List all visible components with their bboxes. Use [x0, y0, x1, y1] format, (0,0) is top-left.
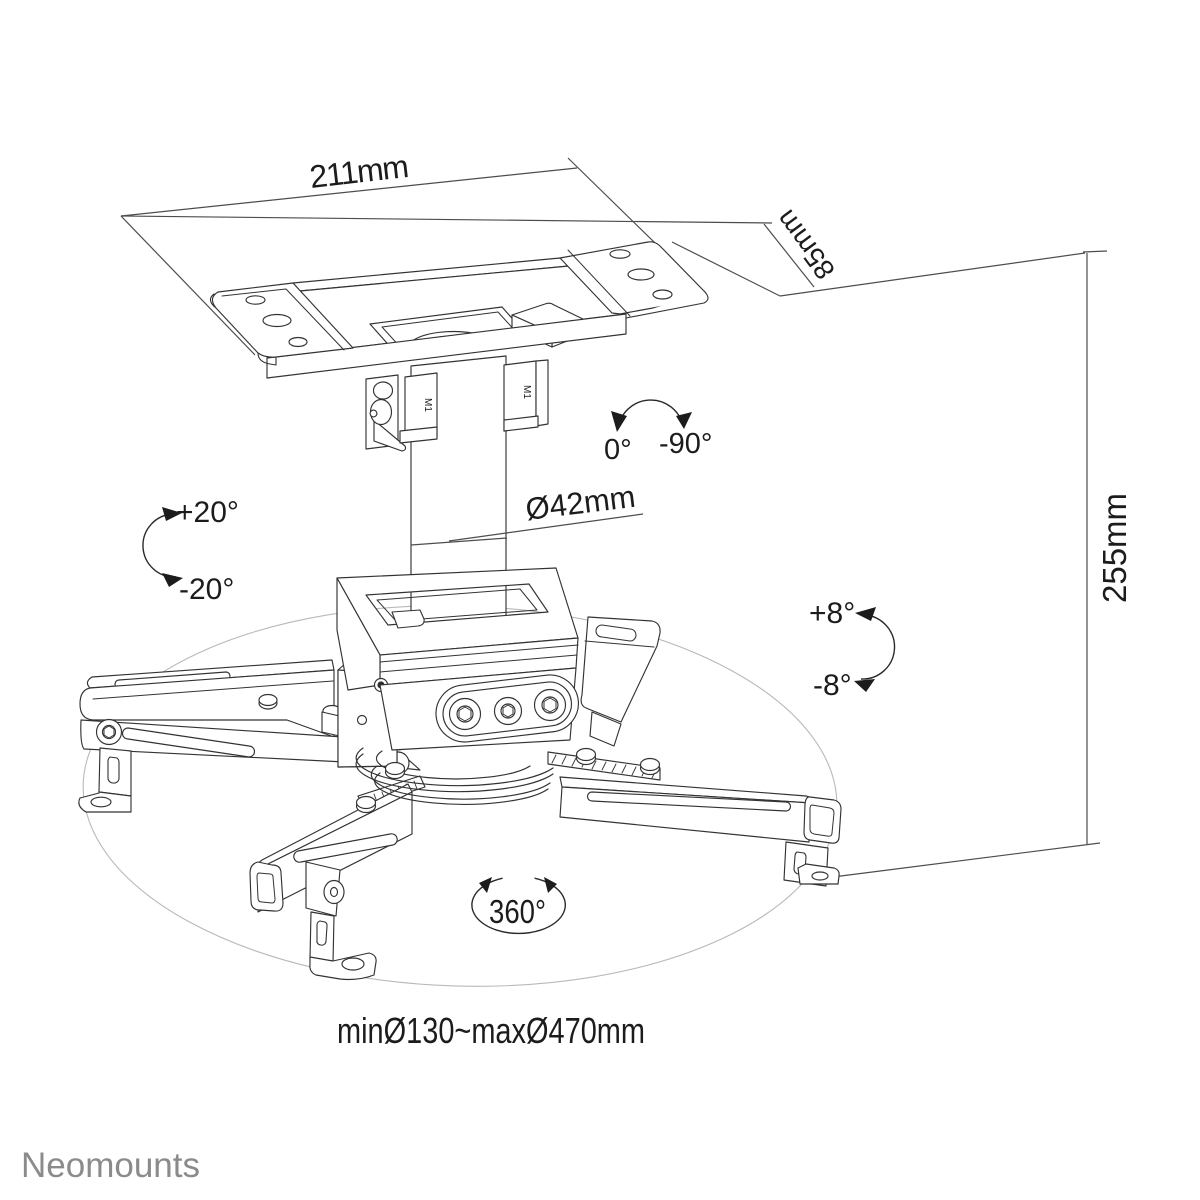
svg-text:0°: 0° [604, 434, 632, 466]
svg-text:M1: M1 [521, 385, 532, 399]
svg-text:+20°: +20° [176, 496, 239, 529]
svg-text:-20°: -20° [179, 573, 234, 606]
svg-text:Neomounts: Neomounts [21, 1146, 200, 1185]
svg-text:255mm: 255mm [1096, 493, 1133, 603]
svg-text:M1: M1 [422, 398, 433, 412]
svg-text:360°: 360° [489, 893, 546, 930]
svg-text:minØ130~maxØ470mm: minØ130~maxØ470mm [337, 1010, 645, 1051]
svg-text:Ø42mm: Ø42mm [524, 479, 638, 527]
svg-text:211mm: 211mm [308, 148, 410, 195]
svg-text:+8°: +8° [809, 597, 855, 630]
svg-text:-8°: -8° [813, 669, 852, 702]
svg-text:-90°: -90° [659, 428, 713, 460]
